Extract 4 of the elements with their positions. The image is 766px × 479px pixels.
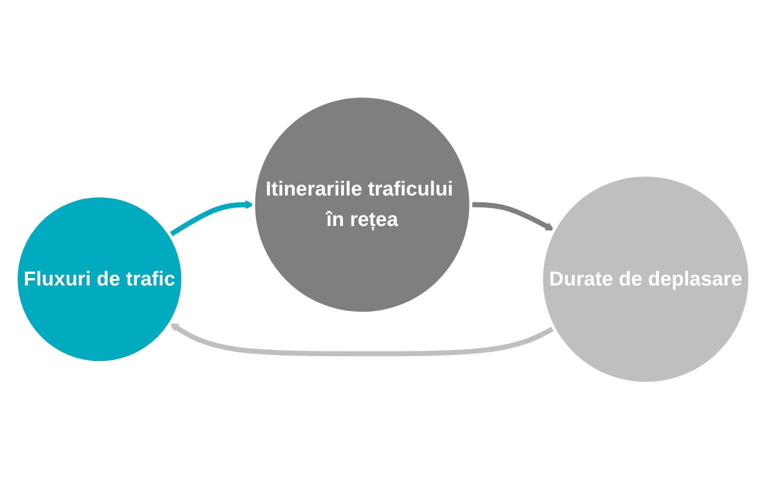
arrow: [170, 322, 556, 356]
arrow: [470, 202, 554, 230]
arrow: [168, 200, 254, 237]
node-circle: Fluxuri de trafic: [14, 194, 184, 364]
